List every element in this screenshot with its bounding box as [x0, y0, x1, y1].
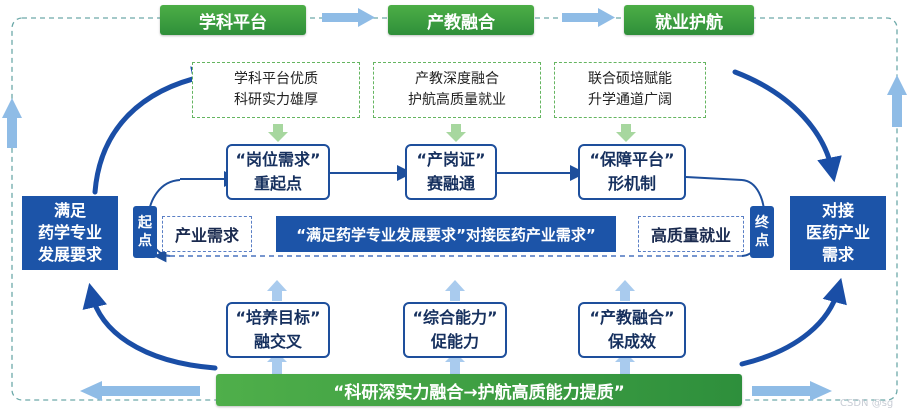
- stage-employment-support: 就业护航: [624, 5, 754, 35]
- note-line: 联合硕培赋能: [588, 71, 672, 87]
- tag-char: 点: [755, 233, 769, 249]
- box-line: 药学专业: [37, 223, 102, 242]
- step-support-platform: “保障平台” 形机制: [578, 144, 686, 200]
- start-label-text: 产业需求: [174, 226, 239, 245]
- stage-academic-platform: 学科平台: [160, 5, 306, 35]
- tag-char: 点: [138, 233, 152, 249]
- step-subtitle: 形机制: [607, 174, 656, 193]
- step-title: “产岗证”: [416, 150, 486, 169]
- box-line: 需求: [821, 245, 854, 264]
- step-training-goal: “培养目标” 融交叉: [226, 302, 330, 358]
- box-line: 满足: [53, 201, 86, 220]
- step-subtitle: 赛融通: [426, 174, 475, 193]
- step-title: “培养目标”: [235, 308, 321, 327]
- top-flow-arrows: [322, 8, 615, 27]
- step-subtitle: 重起点: [253, 174, 302, 193]
- note-arrows: [268, 124, 636, 142]
- step-subtitle: 促能力: [430, 332, 479, 351]
- box-line: 医药产业: [805, 223, 870, 242]
- start-label: 产业需求: [162, 216, 252, 252]
- stage-label: 就业护航: [655, 12, 723, 33]
- step-comprehensive-ability: “综合能力” 促能力: [403, 302, 507, 358]
- cycle-arrows: [82, 66, 847, 371]
- box-meet-requirements: 满足 药学专业 发展要求: [22, 196, 118, 270]
- note-integration: 产教深度融合 护航高质量就业: [373, 62, 541, 118]
- step-subtitle: 保成效: [607, 332, 656, 351]
- step-title: “岗位需求”: [235, 150, 321, 169]
- step-subtitle: 融交叉: [253, 332, 302, 351]
- stage-industry-education: 产教融合: [388, 5, 534, 35]
- end-label: 高质量就业: [638, 216, 744, 252]
- note-line: 升学通道广阔: [588, 92, 672, 108]
- note-line: 学科平台优质: [234, 71, 318, 87]
- tag-char: 终: [755, 215, 769, 231]
- box-line: 发展要求: [37, 245, 102, 264]
- note-academic: 学科平台优质 科研实力雄厚: [192, 62, 360, 118]
- step-title: “综合能力”: [412, 308, 498, 327]
- stage-label: 产教融合: [427, 12, 495, 33]
- bottom-banner: “科研深实力融合→护航高质能力提质”: [216, 374, 742, 406]
- tag-char: 起: [138, 215, 152, 231]
- end-tag: 终 点: [750, 206, 774, 258]
- box-industry-needs: 对接 医药产业 需求: [790, 196, 886, 270]
- note-line: 产教深度融合: [415, 71, 499, 87]
- step-job-demand: “岗位需求” 重起点: [226, 144, 330, 200]
- step-integration-outcome: “产教融合” 保成效: [578, 302, 686, 358]
- step-industry-certificate: “产岗证” 赛融通: [405, 144, 497, 200]
- bottom-banner-text: “科研深实力融合→护航高质能力提质”: [333, 382, 625, 403]
- end-label-text: 高质量就业: [650, 226, 731, 245]
- start-tag: 起 点: [133, 206, 157, 258]
- side-flow-arrows: [2, 75, 907, 401]
- watermark: CSDN @sg: [840, 398, 902, 412]
- note-postgraduate: 联合硕培赋能 升学通道广阔: [554, 62, 706, 118]
- watermark-text: CSDN @sg: [840, 398, 894, 409]
- step-title: “保障平台”: [589, 150, 675, 169]
- note-line: 科研实力雄厚: [234, 92, 318, 108]
- stage-label: 学科平台: [199, 12, 267, 33]
- center-title: “满足药学专业发展要求”对接医药产业需求”: [276, 216, 616, 252]
- center-title-text: “满足药学专业发展要求”对接医药产业需求”: [296, 225, 596, 244]
- note-line: 护航高质量就业: [408, 92, 506, 108]
- step-title: “产教融合”: [589, 308, 675, 327]
- box-line: 对接: [821, 201, 854, 220]
